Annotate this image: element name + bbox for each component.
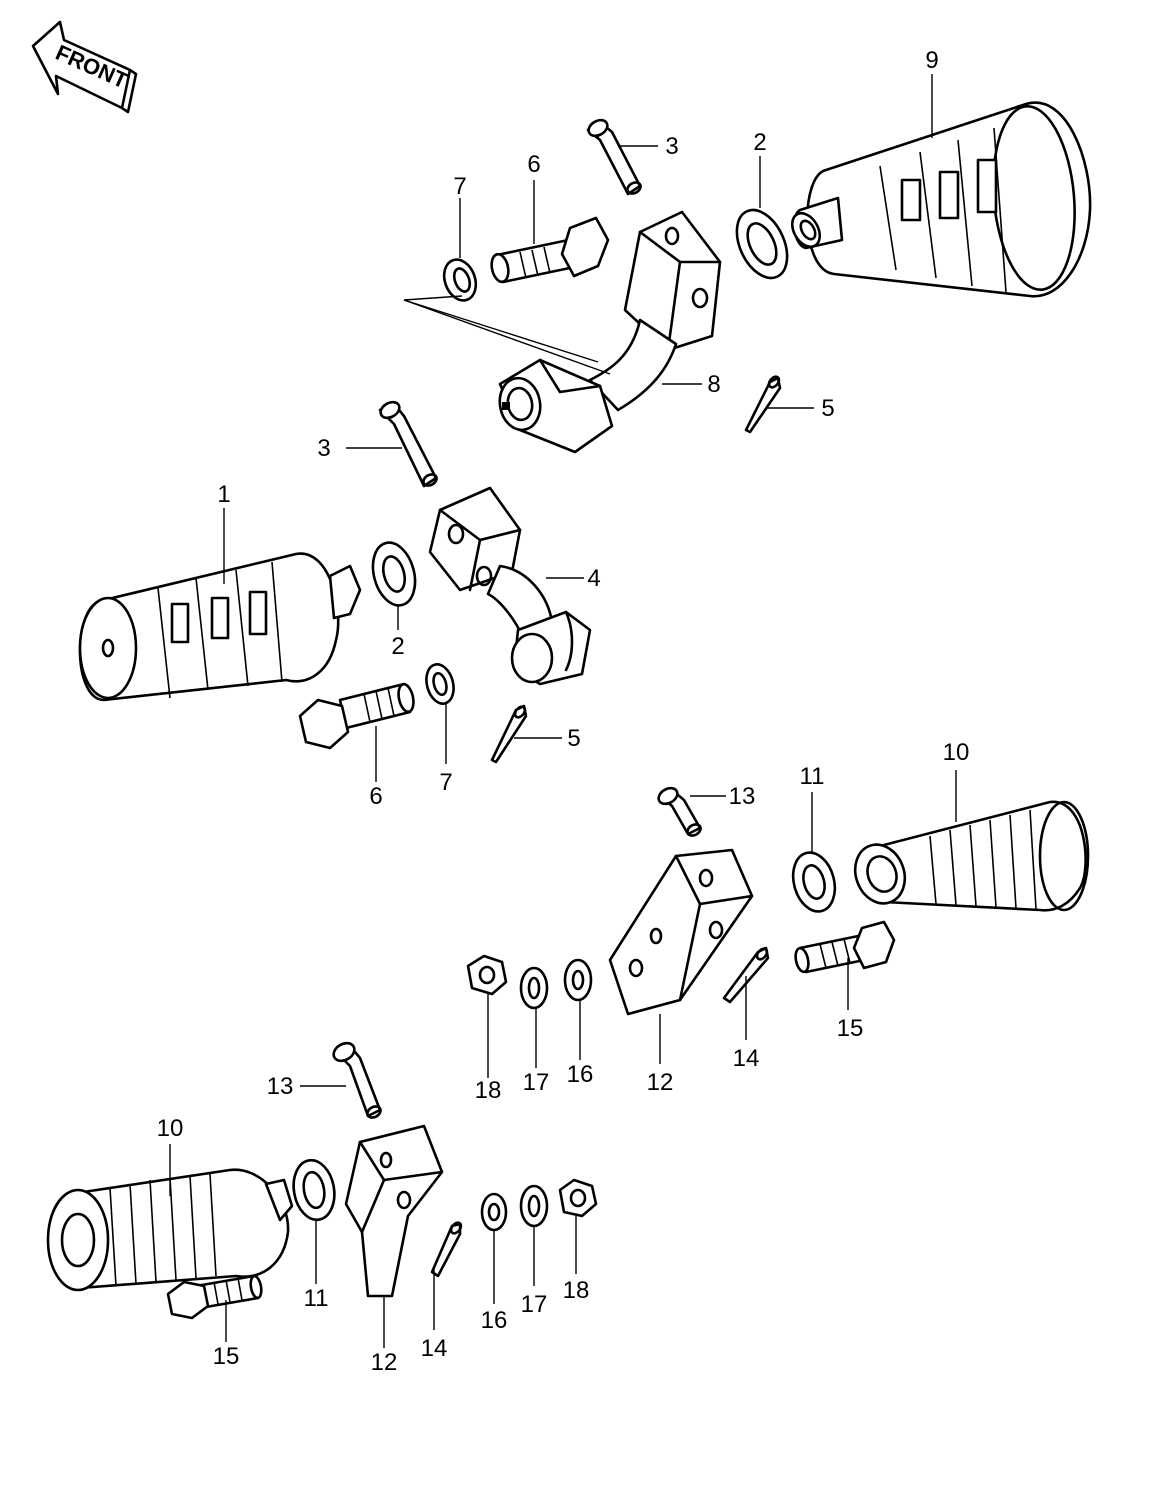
- label-2-mid: 2: [391, 633, 404, 660]
- label-15-left: 15: [213, 1343, 240, 1370]
- spring-washer-mid: [425, 663, 455, 705]
- front-arrow-badge: FRONT: [31, 20, 138, 114]
- label-12-right: 12: [647, 1069, 674, 1096]
- label-3-top: 3: [665, 133, 678, 160]
- footpeg-rubber-9: [790, 101, 1092, 298]
- hex-bolt-mid: [298, 682, 415, 750]
- label-15-right: 15: [837, 1015, 864, 1042]
- leader-7-6-shared: [403, 295, 599, 363]
- label-1: 1: [217, 481, 230, 508]
- nut-left: [558, 1178, 598, 1218]
- hex-bolt-left: [166, 1274, 263, 1320]
- nut-right: [466, 954, 508, 996]
- cotter-pin-left: [430, 1221, 463, 1278]
- label-10-left: 10: [157, 1115, 184, 1142]
- label-18-left: 18: [563, 1277, 590, 1304]
- label-11-left: 11: [304, 1285, 329, 1312]
- step-bracket-left: [344, 1124, 444, 1298]
- washer-right: [791, 851, 837, 913]
- leader-7-6-shared-b: [403, 299, 611, 375]
- front-badge-text: FRONT: [52, 40, 132, 94]
- hex-bolt-top: [490, 216, 610, 284]
- label-10-right: 10: [943, 739, 970, 766]
- flat-washer-left: [480, 1192, 508, 1232]
- cotter-pin-upper: [744, 375, 782, 434]
- label-8: 8: [707, 371, 720, 398]
- cotter-pin-mid: [490, 704, 528, 764]
- clevis-pin-left: [332, 1041, 382, 1119]
- washer-mid: [371, 541, 417, 607]
- footpeg-rubber-1: [78, 552, 362, 702]
- footpeg-ribbed-right: [853, 800, 1090, 912]
- clevis-pin-right: [657, 786, 702, 837]
- flat-washer-right: [563, 958, 593, 1002]
- label-5-mid: 5: [567, 725, 580, 752]
- reference-numbers: 3 7 6 2 9 8 5 3 1 4 2 5 7 6 10 11 13 15 …: [157, 47, 970, 1376]
- label-11-right: 11: [800, 763, 825, 790]
- label-14-right: 14: [733, 1045, 760, 1072]
- label-7-mid: 7: [439, 769, 452, 796]
- label-5-upper: 5: [821, 395, 834, 422]
- spring-washer-left: [519, 1184, 549, 1228]
- washer-left: [292, 1158, 336, 1222]
- label-7-top: 7: [453, 173, 466, 200]
- hex-bolt-right: [794, 920, 896, 974]
- label-6-top: 6: [527, 151, 540, 178]
- step-bracket-right: [608, 848, 754, 1016]
- label-4: 4: [587, 565, 600, 592]
- label-13-left: 13: [267, 1073, 294, 1100]
- cotter-pin-right: [722, 946, 770, 1004]
- label-17-right: 17: [523, 1069, 550, 1096]
- clevis-pin-top: [586, 118, 642, 196]
- label-16-left: 16: [481, 1307, 508, 1334]
- label-16-right: 16: [567, 1061, 594, 1088]
- label-6-mid: 6: [369, 783, 382, 810]
- label-18-right: 18: [475, 1077, 502, 1104]
- step-bracket-4: [428, 486, 592, 686]
- footpeg-ribbed-left: [46, 1168, 294, 1292]
- washer-top: [735, 208, 789, 280]
- label-12-left: 12: [371, 1349, 398, 1376]
- label-14-left: 14: [421, 1335, 448, 1362]
- clevis-pin-mid: [378, 400, 438, 488]
- label-13-right: 13: [729, 783, 756, 810]
- step-bracket-8: [498, 210, 722, 454]
- spring-washer-right: [519, 966, 549, 1010]
- label-2-top: 2: [753, 129, 766, 156]
- label-3-mid: 3: [317, 435, 330, 462]
- label-9: 9: [925, 47, 938, 74]
- label-17-left: 17: [521, 1291, 548, 1318]
- spring-washer-top: [442, 258, 478, 302]
